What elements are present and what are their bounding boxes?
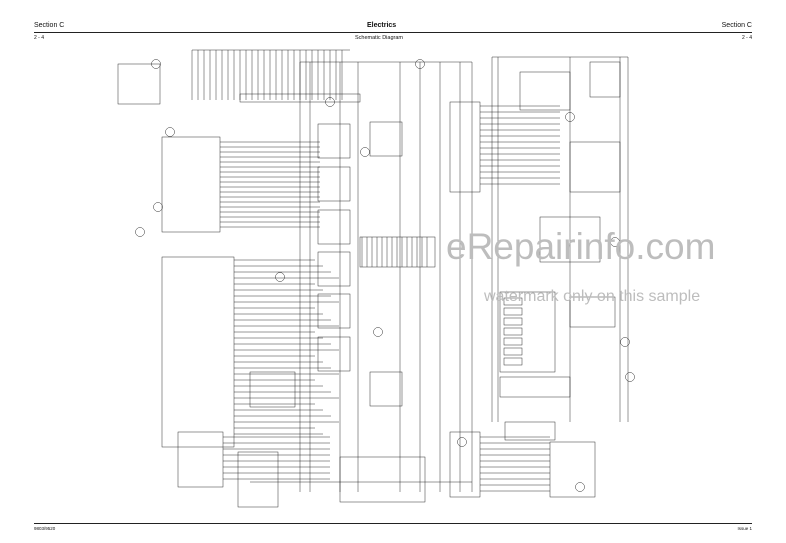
callout-circle: [325, 97, 335, 107]
bottom-right-connector: [449, 431, 481, 498]
callout-circle: [415, 59, 425, 69]
relay: [503, 297, 523, 306]
callout-circle: [165, 127, 175, 137]
callout-circle: [457, 437, 467, 447]
alternator-module: [519, 71, 571, 111]
relay-module: [317, 166, 351, 202]
left-connector-block: [161, 256, 235, 448]
callout-circle: [151, 59, 161, 69]
connector-strip: [499, 376, 571, 398]
battery-module: [589, 61, 621, 98]
relay-module: [317, 251, 351, 287]
switch-module: [117, 63, 161, 105]
ecu-module: [249, 371, 296, 408]
lower-connector-pair: [339, 456, 426, 503]
callout-circle: [153, 202, 163, 212]
starter-module: [569, 141, 621, 193]
relay: [503, 307, 523, 316]
central-connector: [359, 236, 436, 268]
left-connector-block: [161, 136, 221, 233]
relay: [503, 317, 523, 326]
relay: [503, 347, 523, 356]
page-number-right: 2 - 4: [741, 35, 752, 41]
footer-issue: Issue 1: [737, 526, 752, 531]
relay: [503, 357, 523, 366]
callout-circle: [565, 112, 575, 122]
footer-rule: [34, 523, 752, 524]
callout-circle: [275, 272, 285, 282]
document-subtitle: Schematic Diagram: [355, 35, 403, 41]
footer-doc-code: 9803/9520: [34, 526, 56, 531]
callout-circle: [610, 237, 620, 247]
section-label-right: Section C: [721, 22, 752, 29]
page-number-left: 2 - 4: [34, 35, 45, 41]
section-label-left: Section C: [34, 22, 65, 29]
lower-connector: [237, 451, 279, 508]
wiring-schematic: [117, 49, 635, 508]
relay-module: [317, 209, 351, 245]
connector-strip: [504, 421, 556, 441]
document-title: Electrics: [367, 22, 397, 29]
right-connector-block: [449, 101, 481, 193]
callout-circle: [135, 227, 145, 237]
relay-module: [317, 336, 351, 372]
relay-bank: [499, 291, 556, 373]
header-rule: [34, 32, 752, 33]
relay-module: [369, 371, 403, 407]
relay-module: [317, 293, 351, 329]
callout-circle: [620, 337, 630, 347]
fuse-block: [177, 431, 224, 488]
bottom-right-module: [549, 441, 596, 498]
callout-circle: [360, 147, 370, 157]
callout-circle: [575, 482, 585, 492]
relay: [503, 337, 523, 346]
relay-module: [317, 123, 351, 159]
relay: [503, 327, 523, 336]
callout-circle: [625, 372, 635, 382]
solenoid-box: [569, 296, 616, 328]
callout-circle: [373, 327, 383, 337]
relay-module: [369, 121, 403, 157]
